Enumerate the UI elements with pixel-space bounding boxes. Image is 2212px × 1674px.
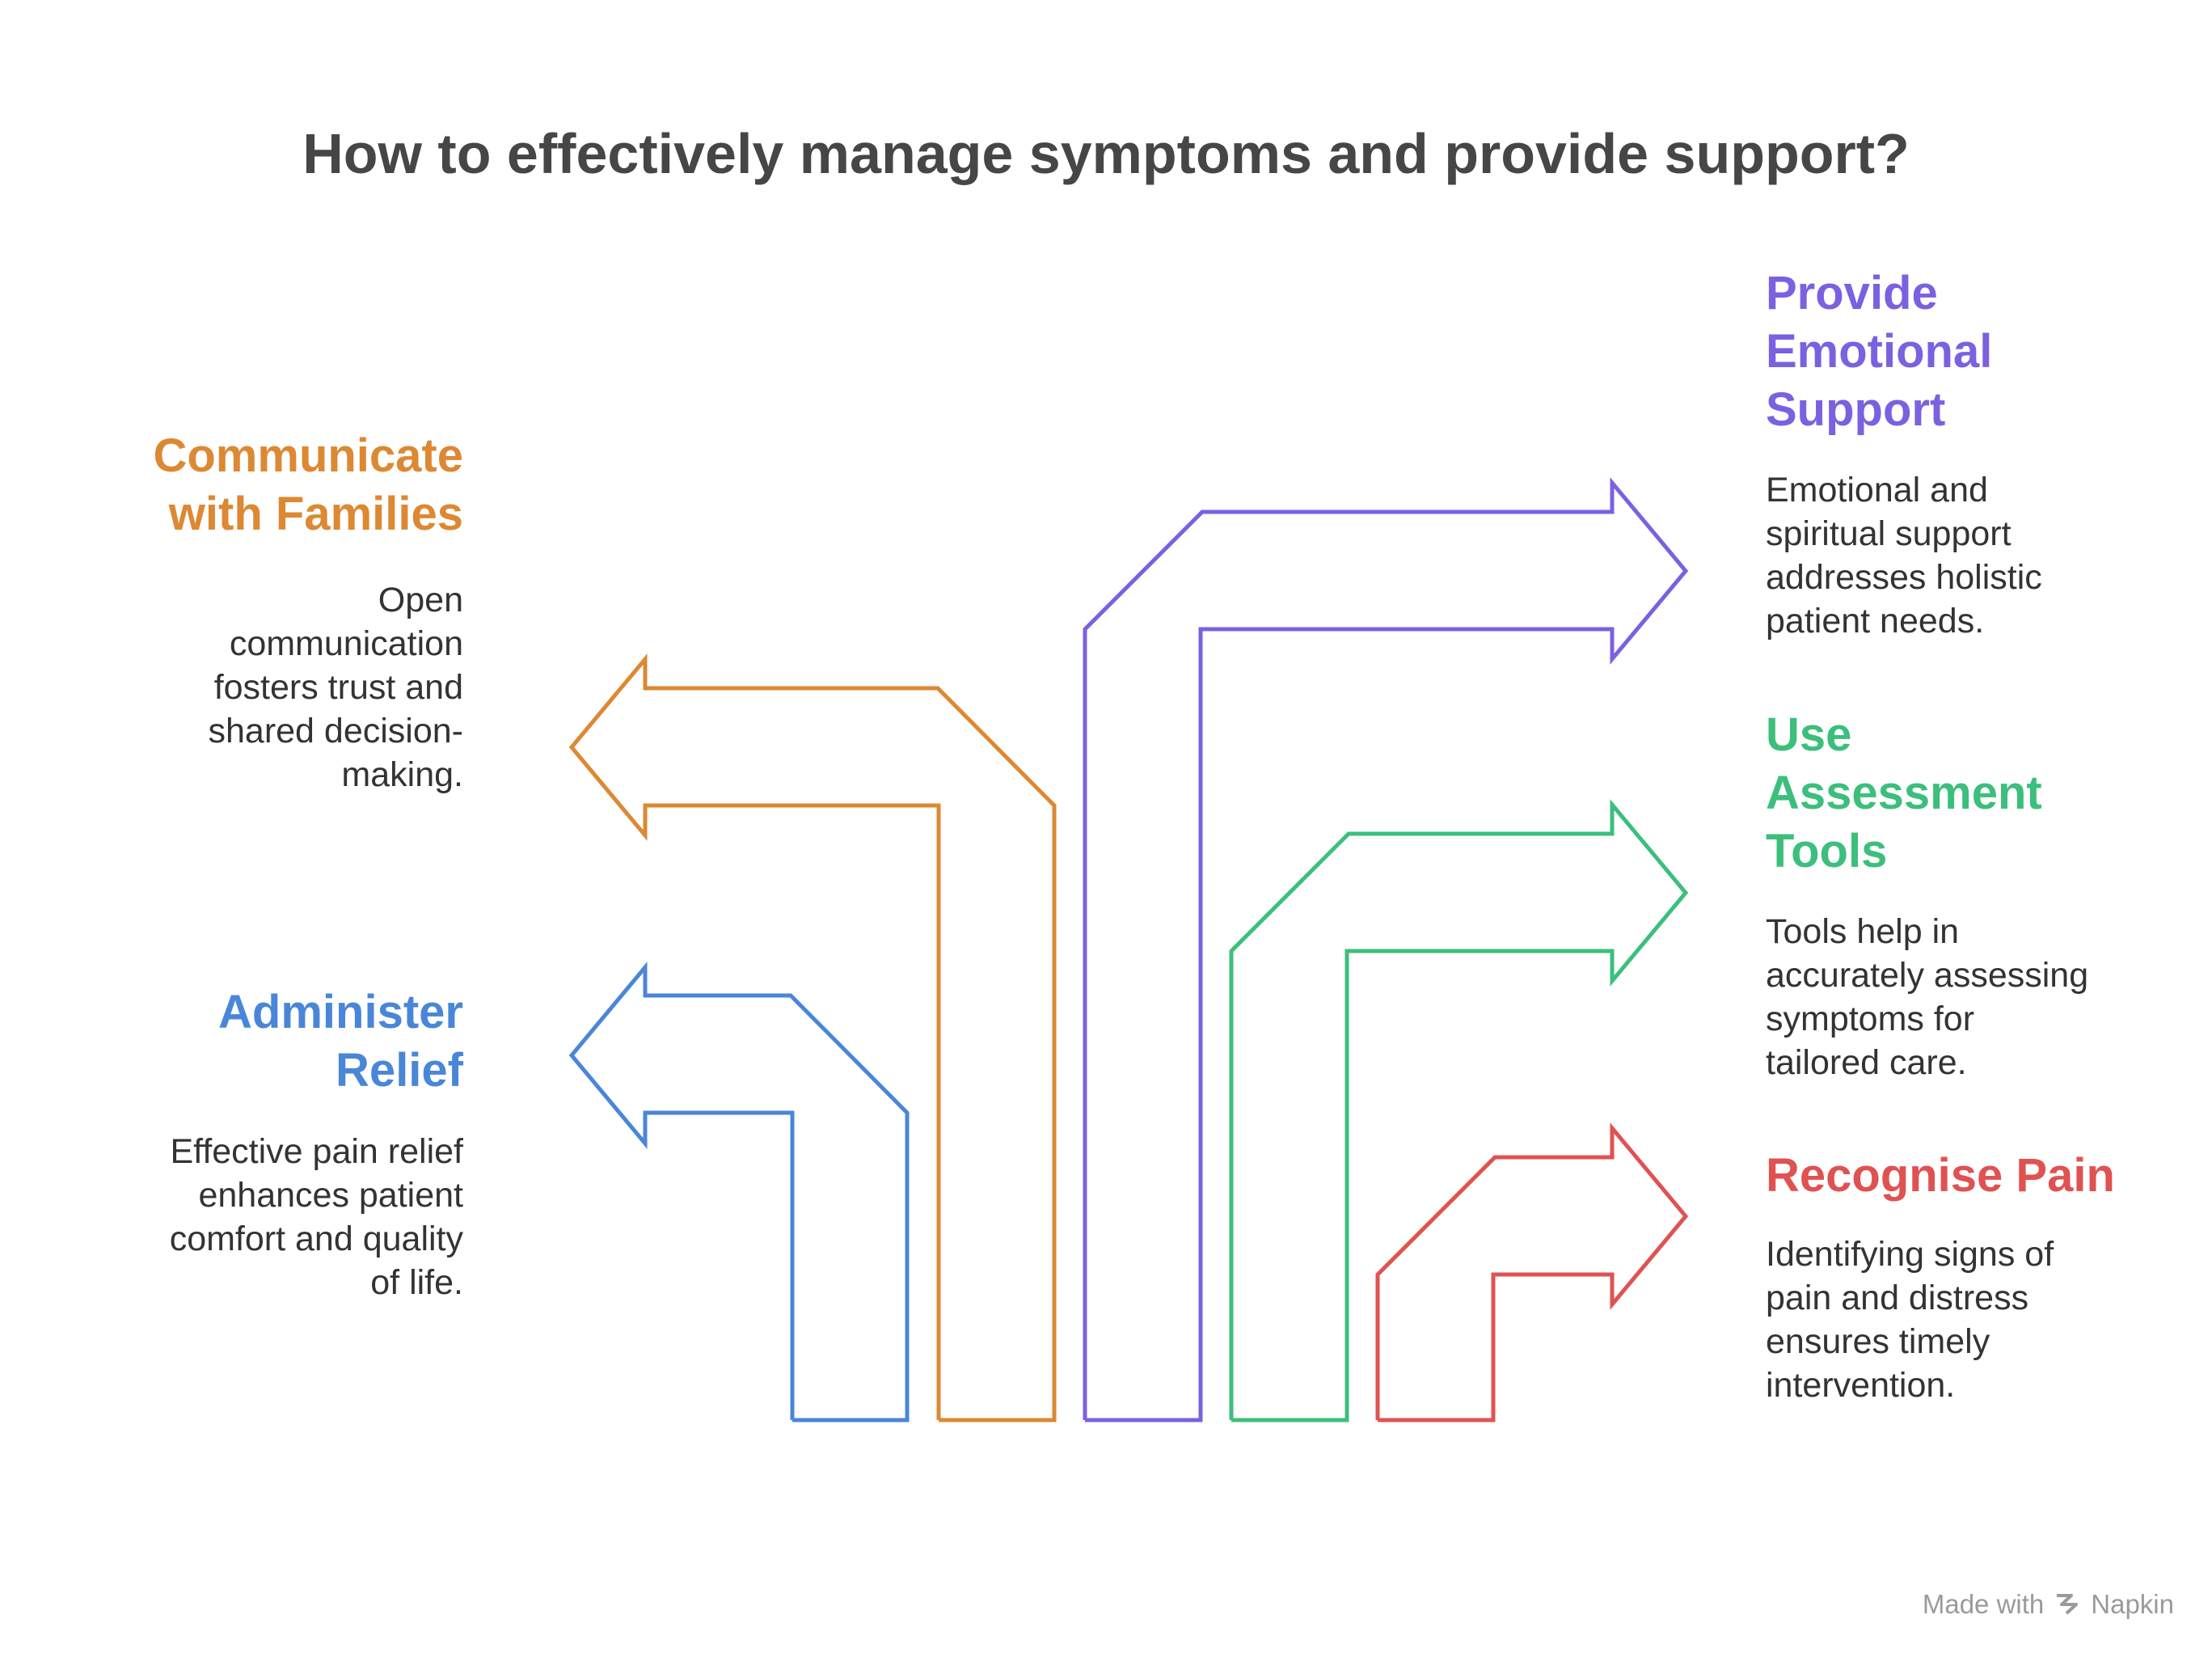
step-heading-communicate-families: Communicate with Families	[153, 429, 463, 540]
diagram-title: How to effectively manage symptoms and p…	[302, 122, 1910, 185]
step-description-administer-relief: Effective pain relief enhances patient c…	[169, 1132, 463, 1302]
step-heading-emotional-support: Provide Emotional Support	[1766, 267, 1993, 436]
arrow-administer-relief	[568, 962, 910, 1422]
step-heading-administer-relief: Administer Relief	[218, 986, 463, 1097]
step-description-assessment-tools: Tools help in accurately assessing sympt…	[1766, 912, 2089, 1082]
step-description-communicate-families: Open communication fosters trust and sha…	[208, 581, 463, 794]
watermark-text: Made with	[1922, 1589, 2045, 1619]
made-with-napkin-watermark: Made with Napkin	[1923, 1589, 2174, 1620]
watermark-brand: Napkin	[2091, 1589, 2174, 1619]
napkin-logo-icon	[2057, 1594, 2079, 1615]
step-description-recognise-pain: Identifying signs of pain and distress e…	[1766, 1235, 2054, 1405]
step-heading-recognise-pain: Recognise Pain	[1766, 1149, 2115, 1202]
step-heading-assessment-tools: Use Assessment Tools	[1766, 708, 2042, 877]
arrow-assessment-tools	[1229, 799, 1689, 1422]
arrow-emotional-support	[1083, 477, 1689, 1422]
step-description-emotional-support: Emotional and spiritual support addresse…	[1766, 471, 2042, 640]
arrow-recognise-pain	[1375, 1122, 1689, 1422]
arrow-communicate-families	[568, 653, 1057, 1422]
